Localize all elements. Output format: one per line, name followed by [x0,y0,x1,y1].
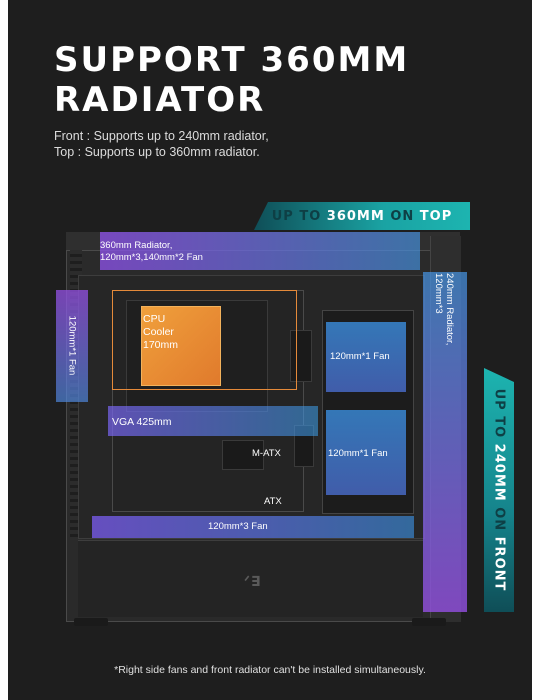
brand-logo: ᐟ∃ [244,574,262,590]
cpu-cooler-label: CPU Cooler 170mm [143,313,179,351]
front-fan-1-label: 120mm*1 Fan [330,351,390,362]
tag-front-text: UP TO 240MM ON FRONT [491,388,507,592]
vga-label: VGA 425mm [112,416,172,428]
subtitle: Front : Supports up to 240mm radiator, T… [54,128,269,160]
footnote: *Right side fans and front radiator can'… [114,664,426,676]
tag-front-240mm [484,368,514,612]
matx-label: M-ATX [252,448,281,459]
case-foot-left [74,618,108,626]
product-feature-panel: SUPPORT 360MM RADIATOR Front : Supports … [8,0,532,700]
bottom-fans-zone [92,516,414,538]
title-line-1: SUPPORT 360MM [54,40,410,80]
cpu-cooler-clearance-outline [112,290,297,390]
rear-fan-zone [56,290,88,402]
page-title: SUPPORT 360MM RADIATOR [54,40,409,120]
bottom-fans-label: 120mm*3 Fan [208,521,268,532]
front-radiator-label: 240mm Radiator, 120mm*3 [433,273,455,346]
tag-top-360mm: UP TO 360MM ON TOP [254,202,470,230]
tray-cutout [222,440,264,470]
top-radiator-label: 360mm Radiator, 120mm*3,140mm*2 Fan [100,240,203,263]
front-fan-zone-1 [326,322,406,392]
top-radiator-zone [100,232,420,270]
title-line-2: RADIATOR [54,80,266,120]
cpu-cooler-zone [141,306,221,386]
atx-label: ATX [264,496,282,507]
rear-fan-label: 120mm*1 Fan [66,315,78,376]
case-foot-right [412,618,446,626]
front-fan-2-label: 120mm*1 Fan [328,448,388,459]
vga-zone [108,406,318,436]
psu-shroud [78,540,423,617]
subtitle-top: Top : Supports up to 360mm radiator. [54,145,260,159]
front-radiator-zone [423,272,467,612]
subtitle-front: Front : Supports up to 240mm radiator, [54,129,269,143]
tray-cutout [290,330,312,382]
front-fan-zone-2 [326,410,406,495]
